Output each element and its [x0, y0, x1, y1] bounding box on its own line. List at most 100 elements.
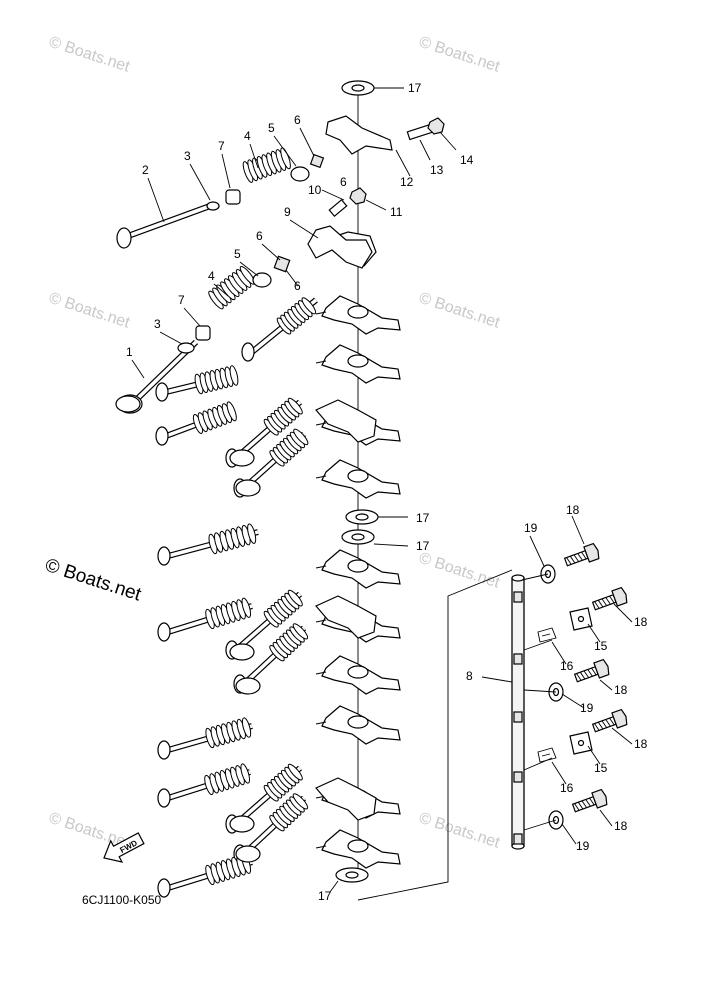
watermark-large: © Boats.net [42, 555, 144, 606]
callout-19a: 19 [524, 521, 538, 535]
rocker-arm [315, 829, 401, 869]
callout-5b: 5 [234, 247, 241, 261]
valve-head [115, 395, 141, 413]
rocker-arm-12 [325, 115, 393, 155]
valve-spring [205, 717, 252, 749]
valve-spring [192, 401, 237, 434]
rocker-arm-large [315, 595, 377, 639]
shaft-hardware [521, 515, 633, 845]
valve-assembly [241, 297, 318, 362]
valve-spring [269, 623, 309, 662]
bolt-18 [591, 586, 628, 611]
callout-9: 9 [284, 205, 291, 219]
callout-15b: 15 [594, 761, 608, 775]
valve-spring [204, 763, 251, 796]
bolt-18 [571, 788, 608, 813]
retainer-5-lower [252, 272, 272, 288]
valve-spring [263, 397, 303, 436]
valve-assembly [157, 597, 253, 642]
watermark: © Boats.net [417, 550, 503, 592]
valve-spring [263, 589, 303, 628]
seal-3-lower [177, 342, 195, 354]
cotter-6 [309, 153, 325, 169]
callout-16b: 16 [560, 781, 574, 795]
valve-spring [208, 523, 257, 555]
callout-17c: 17 [416, 539, 430, 553]
callout-18c: 18 [614, 683, 628, 697]
callout-3a: 3 [184, 149, 191, 163]
valve-head [229, 815, 255, 833]
bolt-18 [573, 658, 610, 683]
callout-11: 11 [390, 205, 403, 219]
valve-assembly [225, 397, 303, 468]
callout-17d: 17 [318, 889, 332, 903]
valve-head [229, 449, 255, 467]
callout-17a: 17 [408, 81, 422, 95]
cotter-6-lower [273, 255, 291, 273]
seat-7 [225, 189, 241, 205]
valve-head [235, 845, 261, 863]
watermark: © Boats.net [417, 810, 503, 852]
rocker-arm-9 [307, 225, 373, 269]
callout-18a: 18 [566, 503, 580, 517]
valve-spring [263, 763, 303, 802]
valve-head [229, 643, 255, 661]
valve-assembly [157, 717, 253, 760]
rocker-arm-large [315, 399, 377, 443]
bolt-18 [591, 708, 628, 733]
callout-18d: 18 [634, 737, 648, 751]
valve-spring-4-lower [208, 265, 256, 310]
callout-7a: 7 [218, 139, 225, 153]
rocker-arm [315, 344, 401, 384]
callout-19b: 19 [580, 701, 594, 715]
callout-8: 8 [466, 669, 473, 683]
valve-2 [116, 227, 132, 249]
bolt-18 [563, 542, 600, 567]
callout-12: 12 [400, 175, 414, 189]
valve-spring [194, 365, 239, 395]
callout-19c: 19 [576, 839, 590, 853]
callout-6a: 6 [294, 113, 301, 127]
valve-assembly [155, 401, 237, 446]
watermark: © Boats.net [417, 34, 503, 76]
callout-14: 14 [460, 153, 474, 167]
valve-assembly [157, 853, 253, 898]
leader-lines [131, 127, 319, 379]
callout-2: 2 [142, 163, 149, 177]
callout-5a: 5 [268, 121, 275, 135]
valve-spring [269, 428, 309, 467]
rocker-arm [315, 655, 401, 695]
callout-labels: 2 3 7 4 5 6 6 17 12 13 14 10 11 9 6 5 6 … [126, 81, 648, 903]
watermark: © Boats.net [47, 290, 133, 332]
washer-19 [548, 810, 564, 830]
lock-nut-14 [427, 117, 445, 135]
valve-assembly [155, 365, 239, 402]
callout-10: 10 [308, 183, 322, 197]
rocker-arm [315, 459, 401, 499]
rocker-arm [315, 705, 401, 745]
callout-3b: 3 [154, 317, 161, 331]
lock-nut-11 [349, 187, 367, 205]
valve-group-upper [116, 147, 325, 249]
part-code: 6CJ1100-K050 [82, 893, 161, 907]
watermark: © Boats.net [417, 290, 503, 332]
valve-head [235, 479, 261, 497]
callout-1: 1 [126, 345, 133, 359]
callout-13: 13 [430, 163, 444, 177]
retainer-5 [290, 166, 310, 182]
callout-4b: 4 [208, 269, 215, 283]
callout-4a: 4 [244, 129, 251, 143]
washer-17-top-hole [351, 84, 365, 92]
valve-spring-4 [242, 147, 291, 183]
valve-head [235, 677, 261, 695]
seal-3 [206, 201, 220, 211]
adjusting-screw-10 [328, 198, 348, 218]
rocker-arm [315, 549, 401, 589]
watermark: © Boats.net [47, 34, 133, 76]
valve-spring [276, 297, 317, 335]
callout-15a: 15 [594, 639, 608, 653]
seat-7-lower [195, 325, 211, 341]
valve-assembly [157, 523, 259, 566]
